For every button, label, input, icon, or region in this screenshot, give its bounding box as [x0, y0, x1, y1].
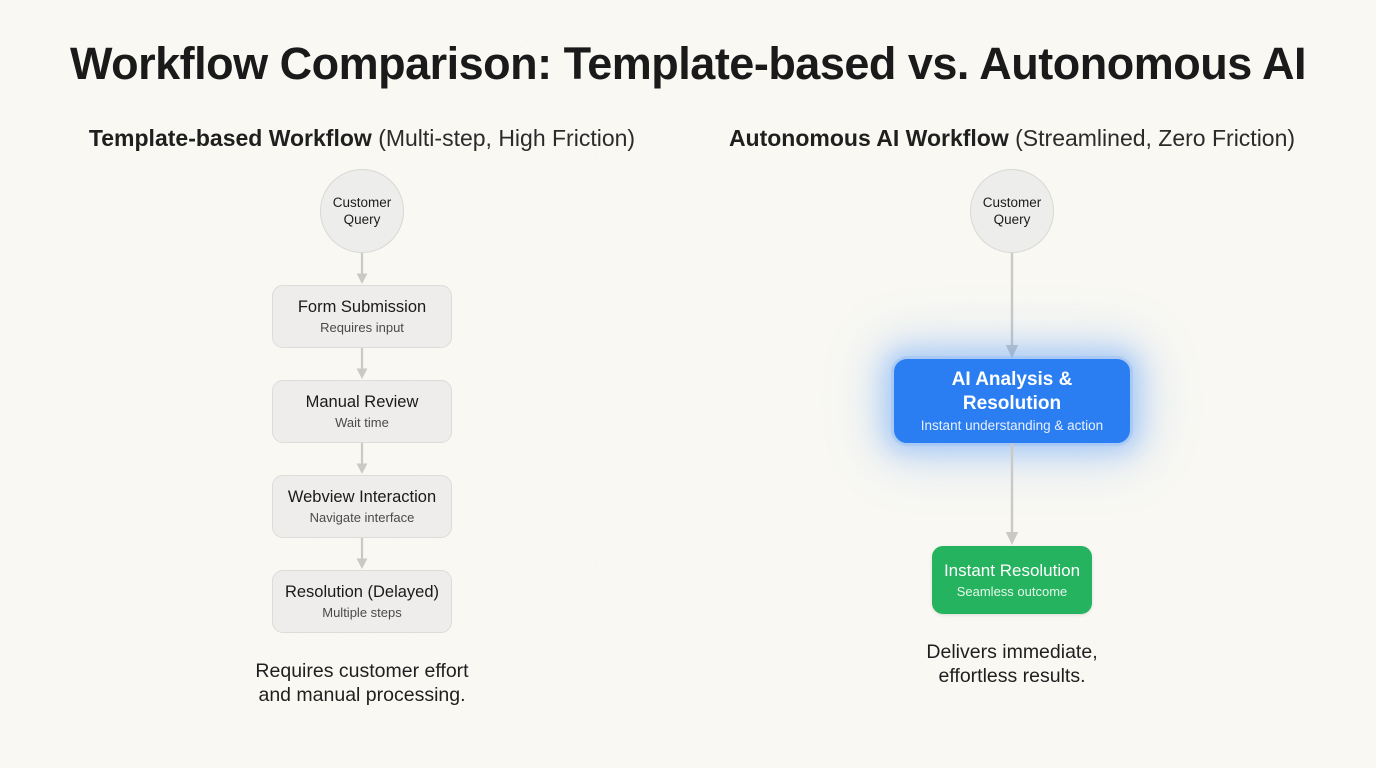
node-title: Instant Resolution — [943, 561, 1081, 580]
node-line-1: Customer — [982, 195, 1042, 210]
node-subtitle: Wait time — [335, 415, 389, 430]
column-header-strong: Autonomous AI Workflow — [728, 125, 1009, 151]
column-footnote: Requires customer effort and manual proc… — [255, 660, 469, 706]
column-header-light: (Streamlined, Zero Friction) — [1015, 125, 1296, 151]
node-webview-interaction[interactable]: Webview Interaction Navigate interface — [272, 475, 452, 538]
flow-autonomous-ai: Customer Query AI Analysis & Resolution … — [702, 169, 1322, 688]
node-manual-review[interactable]: Manual Review Wait time — [272, 380, 452, 443]
node-title: Resolution (Delayed) — [284, 583, 440, 601]
connector-arrow — [356, 253, 368, 284]
column-template-based: Template-based Workflow (Multi-step, Hig… — [52, 125, 672, 707]
node-line-1: Customer — [332, 195, 392, 210]
column-header-strong: Template-based Workflow — [88, 125, 372, 151]
node-subtitle: Instant understanding & action — [920, 418, 1104, 433]
node-line-2: Query — [343, 212, 381, 227]
node-title: Form Submission — [297, 298, 427, 316]
node-subtitle: Navigate interface — [309, 510, 415, 525]
node-instant-resolution[interactable]: Instant Resolution Seamless outcome — [932, 546, 1092, 614]
column-header-template-based: Template-based Workflow (Multi-step, Hig… — [52, 125, 672, 152]
node-subtitle: Seamless outcome — [956, 584, 1068, 599]
column-header-light: (Multi-step, High Friction) — [378, 125, 636, 151]
connector-arrow — [356, 538, 368, 569]
column-autonomous-ai: Autonomous AI Workflow (Streamlined, Zer… — [702, 125, 1322, 688]
connector-arrow-long — [1005, 253, 1019, 358]
column-header-autonomous-ai: Autonomous AI Workflow (Streamlined, Zer… — [702, 125, 1322, 152]
node-form-submission[interactable]: Form Submission Requires input — [272, 285, 452, 348]
node-subtitle: Multiple steps — [322, 605, 402, 620]
node-title: Manual Review — [305, 393, 419, 411]
node-subtitle: Requires input — [320, 320, 404, 335]
page-title: Workflow Comparison: Template-based vs. … — [69, 38, 1307, 89]
connector-arrow — [356, 348, 368, 379]
connector-arrow — [356, 443, 368, 474]
node-title: AI Analysis & Resolution — [951, 369, 1073, 414]
node-line-2: Query — [993, 212, 1031, 227]
node-resolution-delayed[interactable]: Resolution (Delayed) Multiple steps — [272, 570, 452, 633]
flow-template-based: Customer Query Form Submission Requires … — [52, 169, 672, 707]
connector-arrow-long — [1005, 443, 1019, 545]
node-customer-query[interactable]: Customer Query — [320, 169, 404, 253]
node-ai-analysis-resolution[interactable]: AI Analysis & Resolution Instant underst… — [894, 359, 1130, 443]
node-customer-query[interactable]: Customer Query — [970, 169, 1054, 253]
column-footnote: Delivers immediate, effortless results. — [926, 641, 1098, 687]
node-title: Webview Interaction — [287, 488, 437, 506]
